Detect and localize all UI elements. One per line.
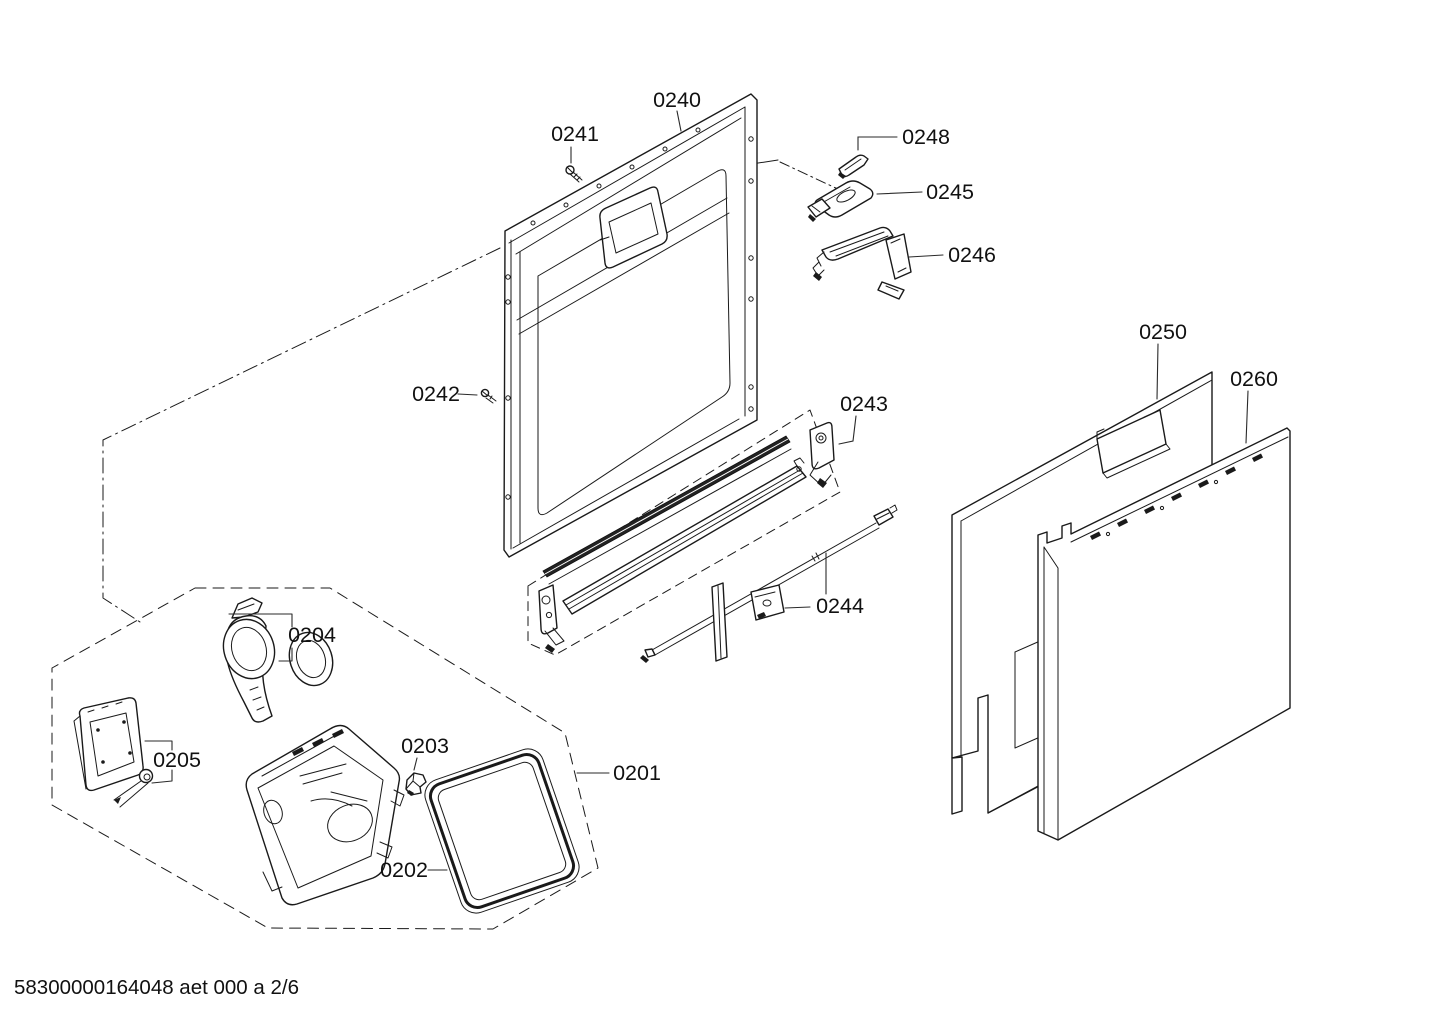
spring-0205-drawing: [113, 768, 154, 808]
part-label-0245: 0245: [926, 180, 974, 204]
part-label-0260: 0260: [1230, 367, 1278, 391]
funnel-seal-ring-drawing: [288, 631, 334, 687]
part-label-0203: 0203: [401, 734, 449, 758]
screw-0241-drawing: [565, 165, 583, 183]
screw-0242-drawing: [480, 388, 497, 404]
part-label-0242: 0242: [412, 382, 460, 406]
leader-line-0260: [1245, 390, 1249, 444]
leader-line-0242: [457, 393, 478, 396]
leader-line-0240: [676, 110, 682, 132]
dispenser-assembly-drawing: [245, 724, 405, 906]
trim-group-outline: [527, 409, 841, 656]
document-number: 58300000164048 aet 000 a 2/6: [14, 976, 299, 999]
leader-line-0205: [144, 740, 173, 784]
leader-line-0246: [908, 254, 944, 258]
clip-0248-drawing: [838, 154, 869, 179]
part-label-0205: 0205: [153, 748, 201, 772]
part-label-0250: 0250: [1139, 320, 1187, 344]
rod-0244-drawing: [640, 504, 898, 663]
part-label-0241: 0241: [551, 122, 599, 146]
hinge-plate-left-drawing: [538, 584, 565, 653]
outer-door-panel-0260-drawing: [1037, 427, 1291, 841]
hinge-plate-0243-drawing: [809, 421, 835, 488]
leader-line-0243: [838, 415, 857, 445]
leader-line-0244: [784, 552, 827, 609]
clip-0203-drawing: [405, 772, 427, 796]
leader-line-0250: [1156, 343, 1159, 400]
group-outline-0201: [51, 587, 599, 930]
latch-0245-drawing: [807, 180, 874, 222]
part-label-0240: 0240: [653, 88, 701, 112]
part-label-0204: 0204: [288, 623, 336, 647]
dispenser-lid-0205-drawing: [73, 697, 144, 792]
funnel-seal-ring-inner: [295, 639, 327, 679]
leader-line-0245: [876, 191, 923, 195]
inner-door-panel-drawing: [503, 93, 758, 558]
part-label-0246: 0246: [948, 243, 996, 267]
funnel-0204-drawing: [222, 597, 276, 723]
bracket-0246-drawing: [812, 226, 912, 300]
door-trim-strips-drawing: [542, 435, 807, 615]
leader-line-0204: [228, 613, 293, 662]
seal-0202-drawing: [424, 748, 580, 914]
part-label-0201: 0201: [613, 761, 661, 785]
part-label-0243: 0243: [840, 392, 888, 416]
leader-line-0248: [857, 136, 898, 151]
part-label-0244: 0244: [816, 594, 864, 618]
leader-line-0203: [413, 757, 418, 771]
part-label-0202: 0202: [380, 858, 428, 882]
part-label-0248: 0248: [902, 125, 950, 149]
